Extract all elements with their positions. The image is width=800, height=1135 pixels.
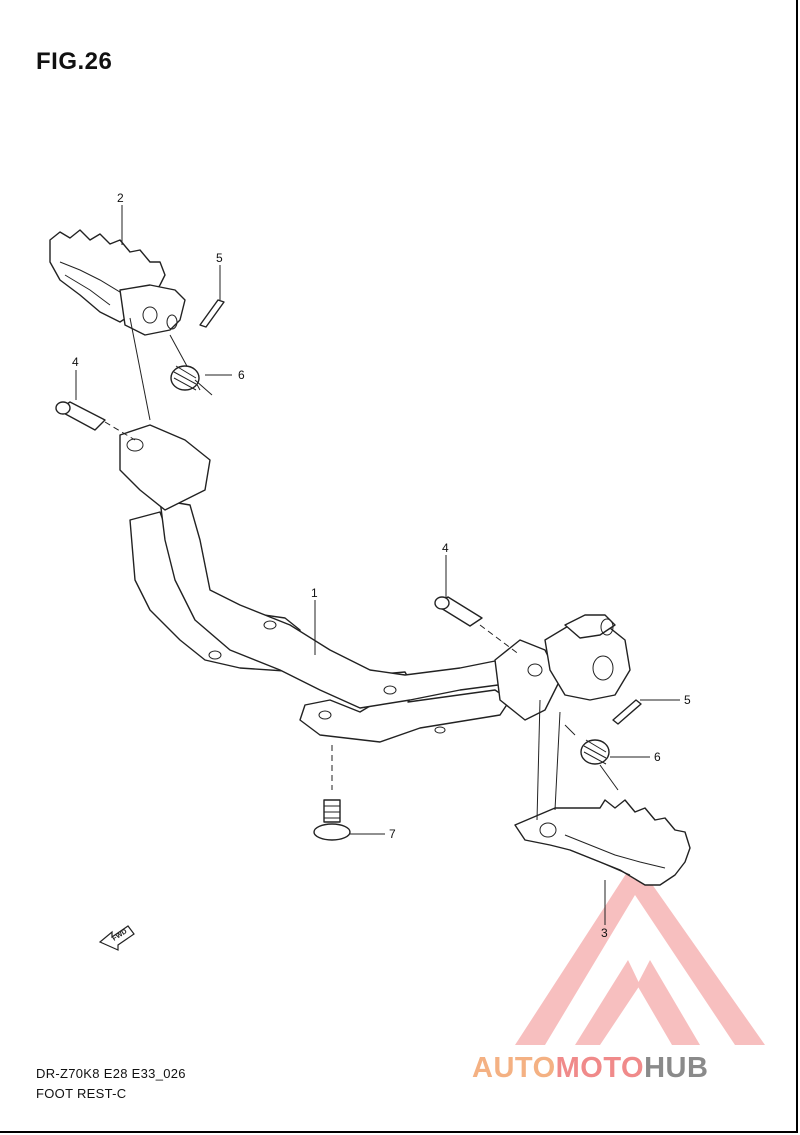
bolt: [313, 745, 351, 841]
pin-left: [55, 401, 136, 441]
watermark-text-moto: MOTO: [555, 1052, 645, 1084]
callout-leaders: [75, 205, 680, 925]
foot-rest-bracket: [119, 424, 631, 743]
fwd-arrow-icon: FWD: [98, 925, 135, 951]
callout-5-left: 5: [216, 251, 223, 265]
cotter-pin-left: [199, 299, 225, 328]
callout-7: 7: [389, 827, 396, 841]
watermark-logo: [515, 860, 765, 1045]
callout-3: 3: [601, 926, 608, 940]
pin-right: [434, 596, 521, 656]
figure-title: FIG.26: [36, 48, 113, 75]
callout-4-right: 4: [442, 541, 449, 555]
callout-2: 2: [117, 191, 124, 205]
model-code: DR-Z70K8 E28 E33_026: [36, 1066, 186, 1081]
watermark-text-auto: AUTO: [472, 1052, 556, 1084]
watermark-text: AUTOMOTOHUB: [472, 1052, 708, 1085]
cotter-pin-right: [612, 699, 642, 725]
spring-left: [170, 365, 213, 396]
callout-5-right: 5: [684, 693, 691, 707]
callout-6-right: 6: [654, 750, 661, 764]
spring-right: [564, 724, 619, 791]
callout-1: 1: [311, 586, 318, 600]
callout-6-left: 6: [238, 368, 245, 382]
section-name: FOOT REST-C: [36, 1086, 127, 1101]
callout-4-left: 4: [72, 355, 79, 369]
left-footrest: [49, 229, 201, 421]
right-footrest: [514, 699, 691, 886]
watermark-text-hub: HUB: [644, 1052, 709, 1084]
